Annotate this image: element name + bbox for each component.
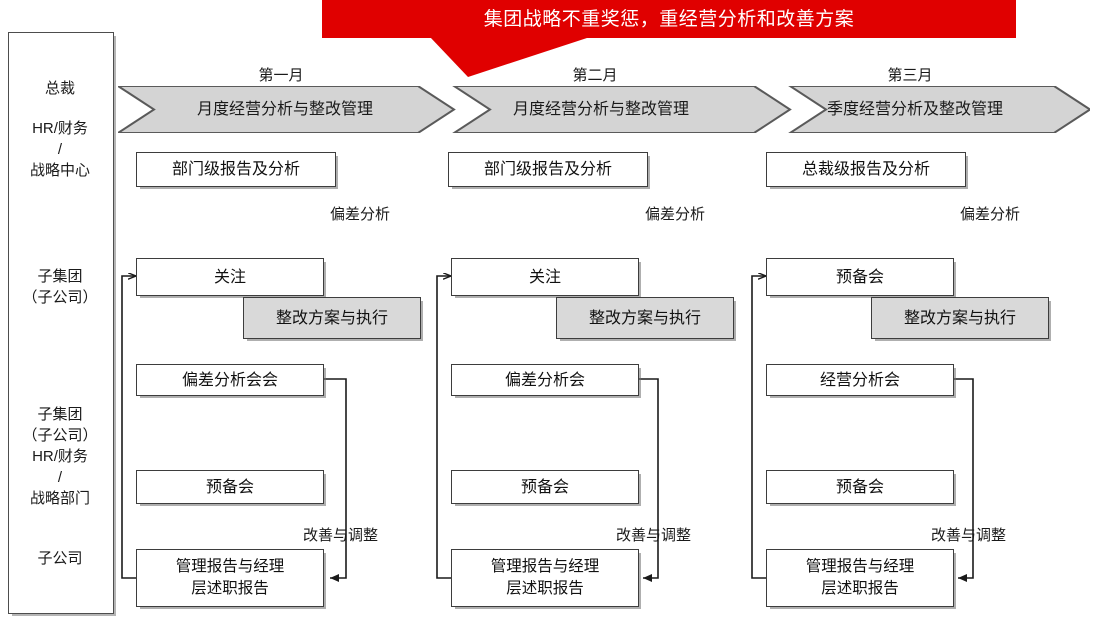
phase-text-3: 季度经营分析及整改管理	[826, 101, 1003, 118]
focus-box-1[interactable]: 关注	[136, 258, 324, 296]
role-column-frame	[8, 32, 114, 614]
month-label-3: 第三月	[887, 67, 933, 84]
deviation-label-3: 偏差分析	[960, 206, 1021, 223]
improve-label-3: 改善与调整	[931, 527, 1007, 544]
phase-text-2: 月度经营分析与整改管理	[512, 101, 689, 118]
role-subsidiary: 子公司	[37, 550, 83, 567]
month-label-1: 第一月	[258, 67, 304, 84]
phase-chevron-band	[118, 86, 1090, 133]
report-box-1[interactable]: 部门级报告及分析	[136, 152, 336, 187]
role-subgroup-subsidiary: 子集团（子公司）	[22, 268, 98, 306]
strategy-callout-banner: 集团战略不重奖惩，重经营分析和改善方案	[322, 0, 1016, 38]
chevron-month-3	[788, 86, 1090, 133]
prep-box-2[interactable]: 预备会	[451, 470, 639, 504]
meeting-box-3[interactable]: 经营分析会	[766, 364, 954, 396]
summary-box-1[interactable]: 管理报告与经理层述职报告	[136, 549, 324, 607]
prep-box-3[interactable]: 预备会	[766, 470, 954, 504]
month-label-2: 第二月	[572, 67, 618, 84]
phase-text-1: 月度经营分析与整改管理	[196, 101, 373, 118]
role-hr-finance-strategy-center: HR/财务/战略中心	[29, 120, 90, 179]
deviation-label-2: 偏差分析	[645, 206, 706, 223]
rectify-box-2[interactable]: 整改方案与执行	[556, 297, 734, 339]
role-subgroup-hr-finance-strategy-dept: 子集团（子公司）HR/财务/战略部门	[22, 406, 98, 507]
meeting-box-2[interactable]: 偏差分析会	[451, 364, 639, 396]
report-box-2[interactable]: 部门级报告及分析	[448, 152, 648, 187]
deviation-label-1: 偏差分析	[330, 206, 391, 223]
improve-label-2: 改善与调整	[616, 527, 692, 544]
rectify-box-3[interactable]: 整改方案与执行	[871, 297, 1049, 339]
meeting-box-1[interactable]: 偏差分析会会	[136, 364, 324, 396]
focus-box-3[interactable]: 预备会	[766, 258, 954, 296]
prep-box-1[interactable]: 预备会	[136, 470, 324, 504]
improve-label-1: 改善与调整	[303, 527, 379, 544]
report-box-3[interactable]: 总裁级报告及分析	[766, 152, 966, 187]
chevron-month-2	[452, 86, 792, 133]
callout-text: 集团战略不重奖惩，重经营分析和改善方案	[483, 8, 855, 30]
role-president: 总裁	[44, 80, 75, 97]
chevron-month-1	[118, 86, 456, 133]
callout-tail	[430, 37, 590, 77]
summary-box-3[interactable]: 管理报告与经理层述职报告	[766, 549, 954, 607]
summary-box-2[interactable]: 管理报告与经理层述职报告	[451, 549, 639, 607]
focus-box-2[interactable]: 关注	[451, 258, 639, 296]
rectify-box-1[interactable]: 整改方案与执行	[243, 297, 421, 339]
